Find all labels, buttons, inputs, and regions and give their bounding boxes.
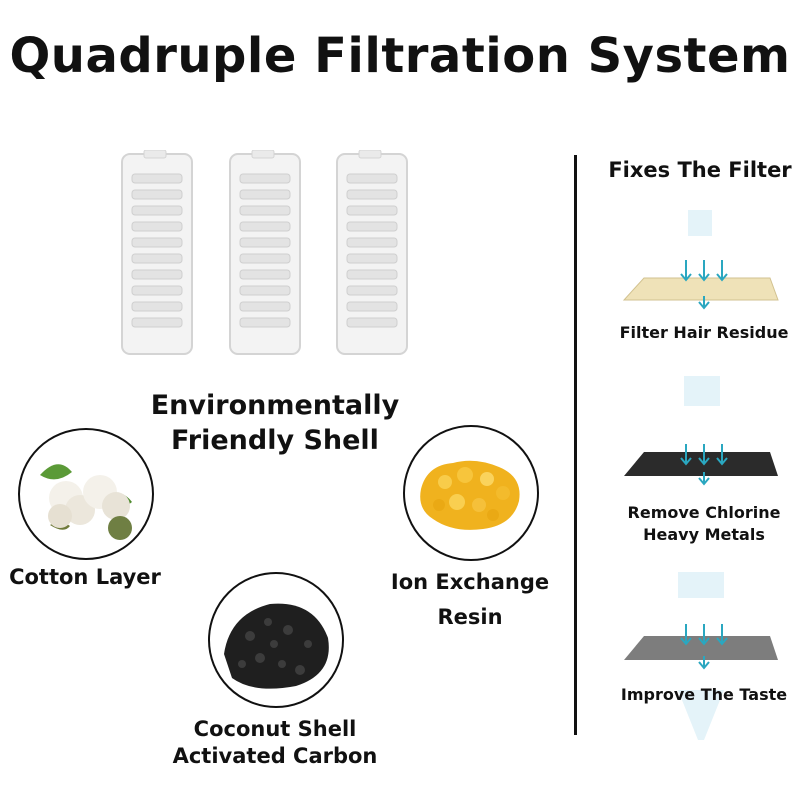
water-block bbox=[678, 572, 724, 598]
carbon-label: Coconut Shell Activated Carbon bbox=[160, 716, 390, 770]
water-block bbox=[688, 210, 712, 236]
step-label-remove-chlorine: Remove Chlorine Heavy Metals bbox=[608, 502, 800, 546]
step-label-filter-hair: Filter Hair Residue bbox=[608, 322, 800, 344]
filter-layer-3 bbox=[624, 636, 778, 660]
step-label-line: Improve The Taste bbox=[620, 685, 788, 704]
ion-resin-circle bbox=[403, 425, 539, 561]
carbon-granules-icon bbox=[224, 603, 329, 689]
step-label-line: Remove Chlorine bbox=[627, 503, 781, 522]
carbon-label-line: Activated Carbon bbox=[172, 744, 378, 768]
arrow-group bbox=[680, 260, 728, 670]
filter-layer-1 bbox=[622, 277, 779, 301]
carbon-circle bbox=[208, 572, 344, 708]
cotton-icon bbox=[40, 464, 132, 540]
filtration-flow-diagram bbox=[622, 210, 779, 740]
shell-label-line: Friendly Shell bbox=[171, 425, 379, 456]
carbon-label-line: Coconut Shell bbox=[193, 717, 357, 741]
cotton-label: Cotton Layer bbox=[9, 565, 161, 589]
page-title: Quadruple Filtration System bbox=[9, 28, 791, 84]
filter-cartridge-icon bbox=[229, 150, 301, 355]
right-title: Fixes The Filter bbox=[608, 158, 792, 182]
ion-label: Ion Exchange Resin bbox=[380, 565, 560, 635]
cotton-circle bbox=[18, 428, 154, 560]
shell-label-line: Environmentally bbox=[150, 390, 400, 421]
ion-label-line: Resin bbox=[437, 605, 503, 629]
shell-label: Environmentally Friendly Shell bbox=[120, 388, 430, 458]
step-label-improve-taste: Improve The Taste bbox=[608, 684, 800, 706]
step-label-line: Heavy Metals bbox=[643, 525, 765, 544]
resin-beads-icon bbox=[420, 460, 520, 530]
step-label-line: Filter Hair Residue bbox=[619, 323, 789, 342]
water-funnel bbox=[678, 690, 724, 740]
water-block bbox=[684, 376, 720, 406]
divider-line bbox=[574, 155, 577, 735]
filter-cartridge-icon bbox=[121, 150, 193, 355]
filter-layer-2 bbox=[624, 452, 778, 476]
filter-cartridge-icon bbox=[336, 150, 408, 355]
ion-label-line: Ion Exchange bbox=[390, 570, 550, 594]
